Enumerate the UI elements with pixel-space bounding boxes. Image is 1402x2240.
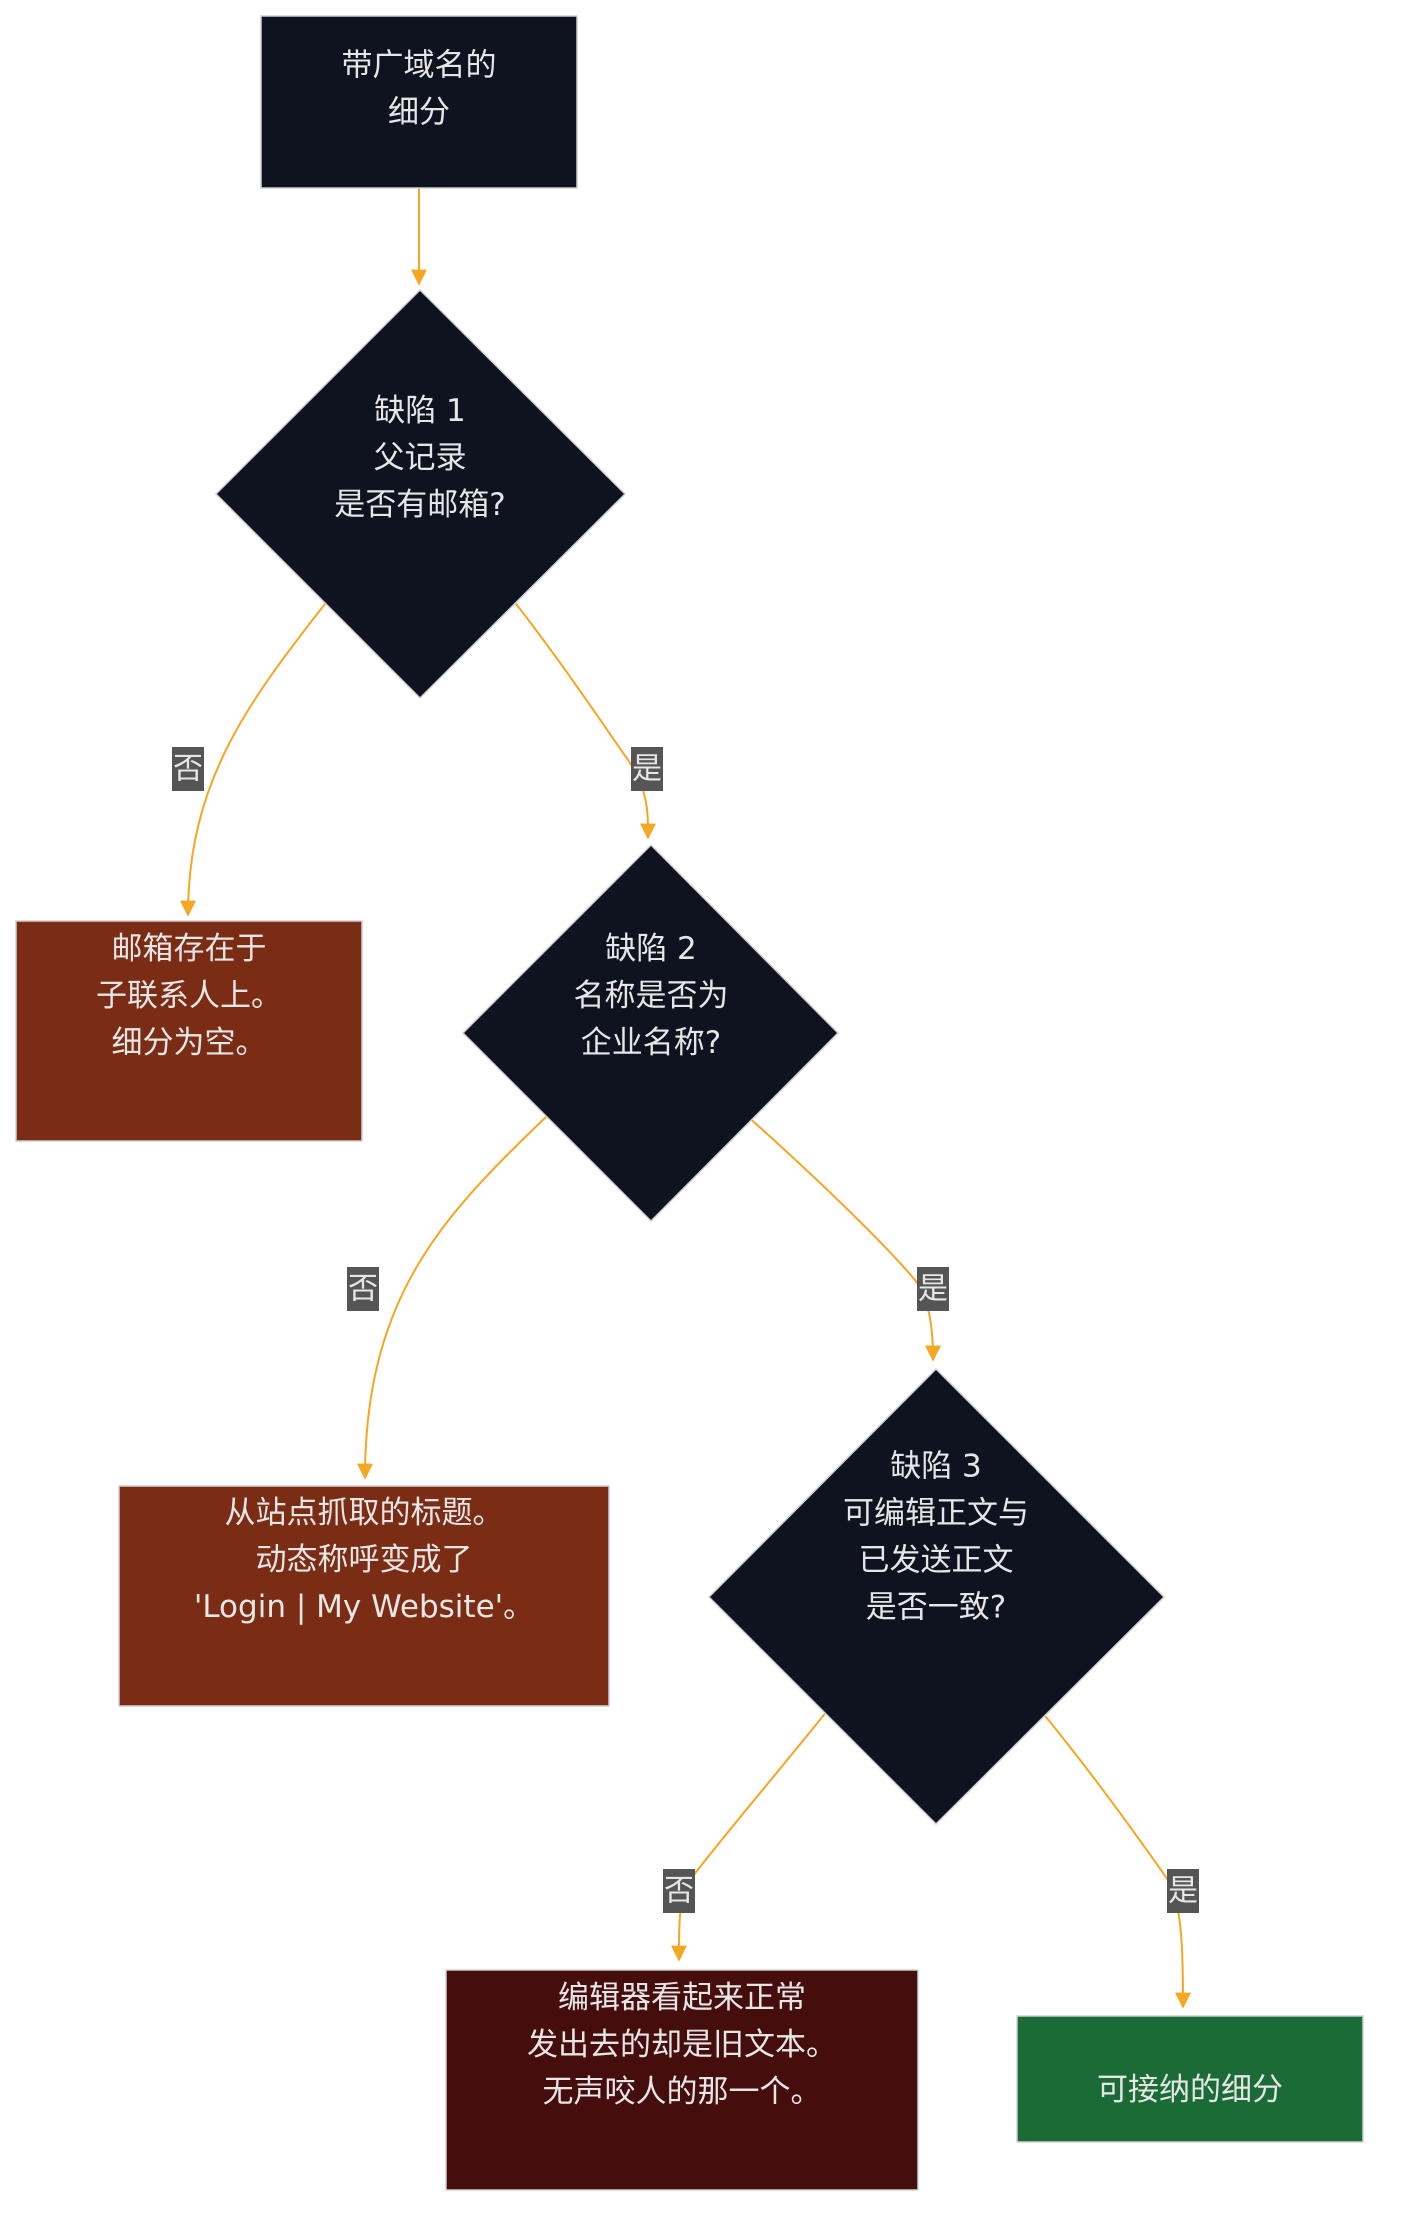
- edge-label-defect1-yes: 是: [631, 747, 663, 791]
- node-text-line: 企业名称?: [581, 1025, 721, 1061]
- svg-text:是: 是: [632, 752, 662, 787]
- node-email-on-child: 邮箱存在于子联系人上。细分为空。: [15, 920, 363, 1142]
- edge-label-defect3-no: 否: [663, 1869, 695, 1913]
- node-text-line: 细分: [388, 95, 450, 131]
- node-text-line: 子联系人上。: [96, 978, 282, 1014]
- node-text-line: 缺陷 3: [890, 1449, 982, 1485]
- svg-text:是: 是: [918, 1272, 948, 1307]
- node-email-on-child-text: 邮箱存在于子联系人上。细分为空。: [96, 931, 282, 1061]
- edge-label-defect1-no: 否: [172, 747, 204, 791]
- node-text-line: 动态称呼变成了: [256, 1542, 473, 1578]
- node-text-line: 父记录: [374, 440, 467, 476]
- edge-label-defect2-no: 否: [347, 1267, 379, 1311]
- node-text-line: 可接纳的细分: [1097, 2072, 1283, 2108]
- edges: [180, 188, 1191, 2009]
- node-text-line: 带广域名的: [342, 48, 497, 84]
- node-defect1-text: 缺陷 1 父记录是否有邮箱?: [334, 393, 505, 523]
- edge-defect3-yes: [1036, 1705, 1191, 2009]
- node-defect3: 缺陷 3 可编辑正文与已发送正文是否一致?: [707, 1367, 1166, 1826]
- edge-defect2-no: [357, 1113, 550, 1480]
- node-text-line: 可编辑正文与: [843, 1496, 1029, 1532]
- node-text-line: 是否有邮箱?: [334, 487, 505, 523]
- node-text-line: 'Login | My Website'。: [194, 1589, 534, 1625]
- node-acceptable-text: 可接纳的细分: [1097, 2072, 1283, 2108]
- node-scraped-title-text: 从站点抓取的标题。动态称呼变成了 'Login | My Website'。: [194, 1495, 534, 1625]
- node-text-line: 已发送正文: [859, 1543, 1014, 1579]
- node-defect3-text: 缺陷 3 可编辑正文与已发送正文是否一致?: [843, 1449, 1029, 1626]
- node-acceptable: 可接纳的细分: [1016, 2015, 1364, 2143]
- node-text-line: 邮箱存在于: [112, 931, 267, 967]
- svg-text:否: 否: [664, 1874, 694, 1909]
- node-text-line: 发出去的却是旧文本。: [527, 2027, 837, 2063]
- node-text-line: 编辑器看起来正常: [558, 1980, 806, 2016]
- node-start-text: 带广域名的细分: [342, 48, 497, 131]
- svg-text:是: 是: [1168, 1874, 1198, 1909]
- node-defect2: 缺陷 2 名称是否为企业名称?: [461, 843, 840, 1223]
- node-silent-bite: 编辑器看起来正常发出去的却是旧文本。无声咬人的那一个。: [445, 1969, 919, 2191]
- edge-defect3-no: [670, 1705, 832, 1962]
- node-text-line: 缺陷 1: [374, 393, 466, 429]
- node-text-line: 从站点抓取的标题。: [225, 1495, 504, 1531]
- edge-labels: 否 是 否 是 否 是: [172, 747, 1199, 1913]
- edge-label-defect3-yes: 是: [1167, 1869, 1199, 1913]
- node-start: 带广域名的细分: [260, 15, 578, 189]
- edge-defect1-no: [180, 599, 329, 917]
- node-text-line: 无声咬人的那一个。: [543, 2074, 822, 2110]
- node-silent-bite-text: 编辑器看起来正常发出去的却是旧文本。无声咬人的那一个。: [527, 1980, 837, 2110]
- node-text-line: 是否一致?: [866, 1590, 1006, 1626]
- edge-defect2-yes: [744, 1113, 941, 1362]
- node-text-line: 细分为空。: [112, 1025, 267, 1061]
- svg-text:否: 否: [348, 1272, 378, 1307]
- edge-defect1-yes: [512, 599, 656, 840]
- svg-text:否: 否: [173, 752, 203, 787]
- node-text-line: 缺陷 2: [605, 931, 697, 967]
- node-text-line: 名称是否为: [574, 978, 729, 1014]
- node-defect1: 缺陷 1 父记录是否有邮箱?: [214, 288, 627, 700]
- node-defect2-text: 缺陷 2 名称是否为企业名称?: [574, 931, 729, 1061]
- node-scraped-title: 从站点抓取的标题。动态称呼变成了 'Login | My Website'。: [118, 1485, 610, 1707]
- edge-label-defect2-yes: 是: [917, 1267, 949, 1311]
